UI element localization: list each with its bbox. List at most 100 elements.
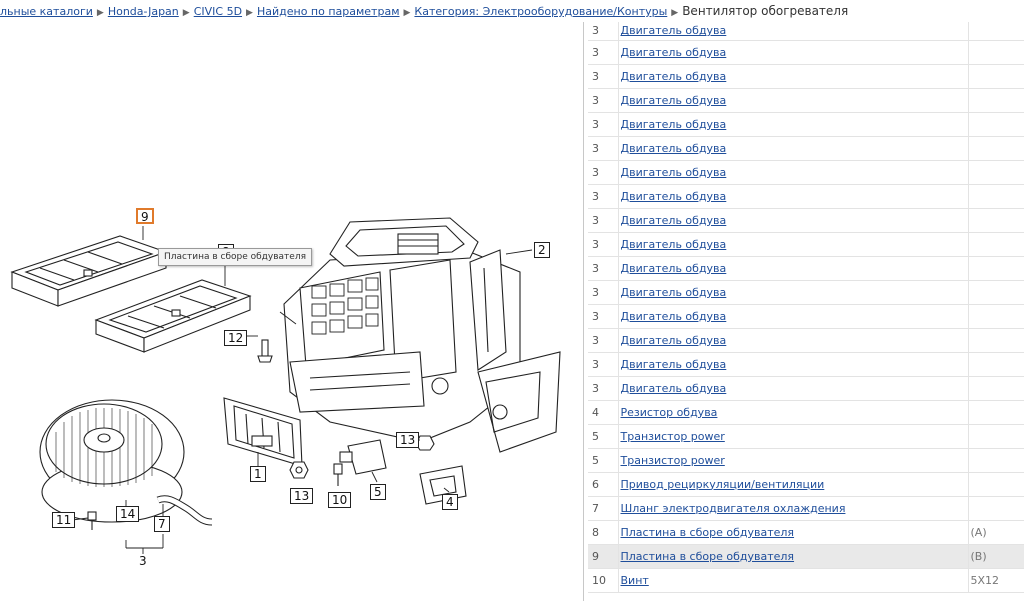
callout-9[interactable]: 9: [136, 208, 154, 224]
part-name-link[interactable]: Привод рециркуляции/вентиляции: [620, 477, 825, 491]
part-name-link[interactable]: Двигатель обдува: [620, 357, 727, 371]
part-name-link[interactable]: Двигатель обдува: [620, 333, 727, 347]
callout-14[interactable]: 14: [116, 506, 140, 522]
part-name-cell: Двигатель обдува: [618, 208, 969, 233]
breadcrumb-link-honda-japan[interactable]: Honda-Japan: [107, 5, 179, 18]
part-note: [968, 136, 1024, 161]
part-number: 3: [588, 22, 619, 41]
screw-12-drawing: [257, 339, 273, 363]
callout-11[interactable]: 11: [52, 512, 76, 528]
part-name-link[interactable]: Винт: [620, 573, 649, 587]
part-name-link[interactable]: Двигатель обдува: [620, 189, 727, 203]
part-name-link[interactable]: Резистор обдува: [620, 405, 718, 419]
part-name-cell: Двигатель обдува: [618, 280, 969, 305]
breadcrumb-link-catalogs[interactable]: льные каталоги: [0, 5, 93, 18]
callout-4[interactable]: 4: [442, 494, 458, 510]
part-name-cell: Двигатель обдува: [618, 40, 969, 65]
part-name-link[interactable]: Двигатель обдува: [620, 165, 727, 179]
part-number: 6: [588, 472, 619, 497]
callout-10[interactable]: 10: [328, 492, 352, 508]
part-name-cell: Двигатель обдува: [618, 328, 969, 353]
part-name-link[interactable]: Транзистор power: [620, 429, 725, 443]
part-name-link[interactable]: Шланг электродвигателя охлаждения: [620, 501, 846, 515]
part-number: 3: [588, 160, 619, 185]
blower-housing-drawing: [283, 217, 561, 453]
part-name-link[interactable]: Двигатель обдува: [620, 309, 727, 323]
part-note: [968, 64, 1024, 89]
part-name-link[interactable]: Пластина в сборе обдувателя: [620, 549, 795, 563]
part-name-cell: Двигатель обдува: [618, 184, 969, 209]
part-note: [968, 22, 1024, 41]
part-note: [968, 352, 1024, 377]
exploded-view-drawing: [10, 217, 561, 554]
part-name-link[interactable]: Двигатель обдува: [620, 69, 727, 83]
part-number: 8: [588, 520, 619, 545]
breadcrumb-link-civic[interactable]: CIVIC 5D: [193, 5, 243, 18]
callout-2[interactable]: 2: [534, 242, 550, 258]
part-note: [968, 496, 1024, 521]
part-name-link[interactable]: Двигатель обдува: [620, 141, 727, 155]
part-name-cell: Двигатель обдува: [618, 256, 969, 281]
part-number: 4: [588, 400, 619, 425]
part-name-link[interactable]: Двигатель обдува: [620, 24, 727, 38]
callout-13-left[interactable]: 13: [290, 488, 314, 504]
callout-12[interactable]: 12: [224, 330, 248, 346]
callout-1[interactable]: 1: [250, 466, 266, 482]
part-number: 5: [588, 424, 619, 449]
part-name-link[interactable]: Пластина в сборе обдувателя: [620, 525, 795, 539]
part-number: 3: [588, 352, 619, 377]
part-name-link[interactable]: Двигатель обдува: [620, 285, 727, 299]
part-number: 3: [588, 280, 619, 305]
part-name-link[interactable]: Двигатель обдува: [620, 261, 727, 275]
part-number: 3: [588, 376, 619, 401]
part-note: 5X12: [968, 568, 1024, 593]
breadcrumb-separator-icon: ▶: [182, 8, 190, 18]
callout-5[interactable]: 5: [370, 484, 386, 500]
part-name-cell: Пластина в сборе обдувателя: [618, 544, 969, 569]
part-note: [968, 112, 1024, 137]
part-note: (A): [968, 520, 1024, 545]
part-note: [968, 184, 1024, 209]
part-name-link[interactable]: Двигатель обдува: [620, 45, 727, 59]
nut-13-drawing: [289, 461, 309, 479]
filter-plate-b-drawing: [10, 235, 168, 307]
part-number: 3: [588, 256, 619, 281]
part-name-link[interactable]: Двигатель обдува: [620, 117, 727, 131]
part-name-link[interactable]: Транзистор power: [620, 453, 725, 467]
callout-13-right[interactable]: 13: [396, 432, 420, 448]
part-name-link[interactable]: Двигатель обдува: [620, 237, 727, 251]
callout-7[interactable]: 7: [154, 516, 170, 532]
part-name-link[interactable]: Двигатель обдува: [620, 381, 727, 395]
part-name-link[interactable]: Двигатель обдува: [620, 213, 727, 227]
breadcrumb-link-search-results[interactable]: Найдено по параметрам: [256, 5, 400, 18]
callout-3[interactable]: 3: [139, 554, 147, 568]
part-name-link[interactable]: Двигатель обдува: [620, 93, 727, 107]
breadcrumb-link-category[interactable]: Категория: Электрооборудование/Контуры: [414, 5, 668, 18]
